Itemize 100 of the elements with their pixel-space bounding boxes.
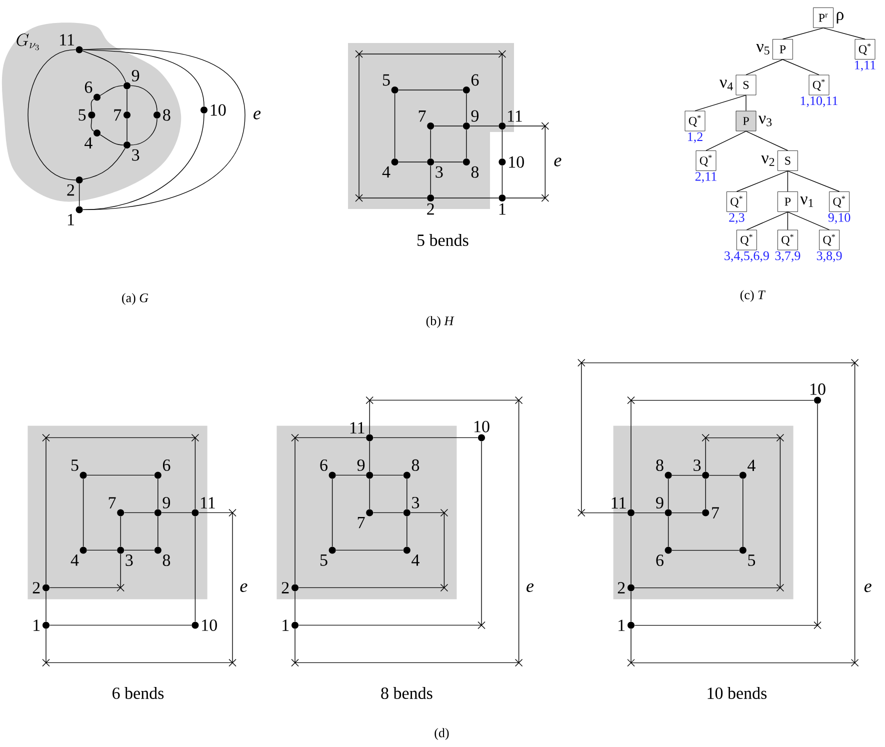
subfigure-caption: (b) H	[426, 316, 454, 328]
vertex-label: 7	[418, 110, 426, 122]
vertex-label: 8	[412, 459, 420, 471]
graph-edge	[294, 591, 296, 622]
vertex-label: 11	[508, 110, 522, 122]
graph-edge	[126, 118, 128, 142]
graph-edge	[634, 434, 784, 592]
vertex-label: 9	[656, 497, 664, 508]
vertex-label: 7	[114, 109, 122, 121]
graph-edge	[126, 89, 128, 112]
graph-edge	[430, 129, 431, 159]
edge-label: e	[252, 110, 262, 120]
vertex-label: 3	[126, 554, 133, 566]
tree-edge	[822, 28, 866, 40]
vertex-label: 6	[162, 459, 170, 471]
edge-label: e	[552, 156, 563, 168]
vertex-label: 8	[656, 460, 664, 471]
subfigure-caption: (c) T	[740, 290, 766, 302]
graph-edge	[430, 165, 431, 195]
vertex-label: 1	[618, 620, 625, 631]
tree-edge	[706, 130, 746, 151]
bend-count-caption: 6 bends	[112, 687, 164, 699]
subfigure-caption: (a) G	[122, 293, 148, 305]
graph-edge	[42, 434, 200, 584]
vertex-label: 6	[84, 82, 92, 93]
shaded-region	[613, 426, 794, 600]
tree-edge	[782, 59, 820, 76]
graph-edge	[124, 550, 155, 551]
graph-edge	[502, 129, 503, 159]
graph-edge	[78, 183, 80, 206]
graph-edge	[298, 508, 448, 592]
vertex-label: 7	[108, 497, 116, 508]
tree-node-label: ν$_{1}$	[800, 196, 814, 207]
tree-edge	[746, 212, 788, 230]
tree-node-label: ν$_{5}$	[756, 44, 770, 55]
tree-edge	[746, 130, 788, 151]
graph-edge	[82, 48, 246, 210]
vertex-label: 11	[350, 422, 364, 434]
graph-edge	[672, 550, 740, 551]
vertex-label: 2	[427, 203, 434, 215]
graph-edge	[86, 474, 155, 476]
graph-edge	[627, 396, 814, 510]
graph-edge	[705, 478, 706, 510]
vertex-label: 1	[34, 620, 40, 631]
bend-count-caption: 5 bends	[418, 234, 468, 246]
graph-edge	[668, 516, 669, 547]
graph-edge	[100, 134, 124, 146]
vertex-label: 4	[748, 460, 756, 471]
vertex-label: 3	[132, 149, 140, 161]
vertex-label: 5	[382, 74, 390, 86]
vertex-label: 2	[67, 184, 74, 196]
graph-edge	[86, 550, 118, 551]
graph-edge	[120, 516, 121, 547]
vertex-set-label: 1,10,11	[800, 96, 838, 108]
graph-edge	[336, 550, 404, 551]
tree-edge	[736, 170, 788, 192]
graph-edge	[161, 512, 192, 514]
tree-node-box: Q$^{*}$	[726, 192, 747, 212]
graph-edge	[708, 474, 740, 476]
vertex-set-label: 3,4,5,6,9	[724, 251, 769, 262]
vertex-label: 11	[201, 497, 215, 508]
vertex-label: 11	[60, 34, 74, 46]
graph-edge	[466, 93, 467, 123]
graph-edge	[372, 437, 478, 438]
graph-edge	[634, 512, 665, 514]
vertex-label: 3	[436, 166, 443, 178]
tree-edge	[787, 170, 788, 192]
tree-node-box: Q$^{*}$	[829, 192, 850, 212]
vertex-label: 1	[499, 203, 506, 215]
vertex-set-label: 3,8,9	[816, 251, 842, 262]
tree-node-box: Q$^{*}$	[736, 230, 757, 250]
graph-edge	[130, 85, 158, 112]
tree-edge	[787, 212, 830, 230]
vertex-label: 5	[320, 554, 328, 566]
tree-node-box: S	[778, 150, 798, 171]
vertex-label: 9	[471, 110, 479, 122]
graph-edge	[372, 512, 404, 514]
vertex-label: 3	[412, 496, 420, 508]
graph-edge	[355, 50, 506, 202]
edge-label: e	[238, 582, 249, 594]
tree-node-label: ρ	[836, 12, 844, 24]
graph-edge	[194, 516, 196, 622]
vertex-label: 8	[162, 554, 170, 566]
vertex-label: 9	[162, 496, 170, 508]
graph-edge	[291, 434, 366, 584]
vertex-label: 8	[471, 166, 479, 178]
vertex-label: 4	[412, 554, 420, 566]
graph-edge	[466, 129, 467, 159]
tree-node-box: Q$^{*}$	[696, 150, 716, 171]
vertex-label: 4	[382, 166, 390, 178]
vertex-set-label: 9,10	[828, 213, 850, 224]
tree-edge	[787, 170, 840, 192]
graph-edge	[336, 474, 366, 476]
graph-edge	[502, 165, 503, 195]
tree-node-box: Q$^{*}$	[778, 230, 798, 250]
graph-edge	[634, 404, 822, 630]
graph-edge	[90, 98, 94, 112]
vertex-label: 2	[282, 582, 289, 594]
graph-edge	[630, 591, 632, 622]
vertex-label: 5	[78, 109, 86, 121]
